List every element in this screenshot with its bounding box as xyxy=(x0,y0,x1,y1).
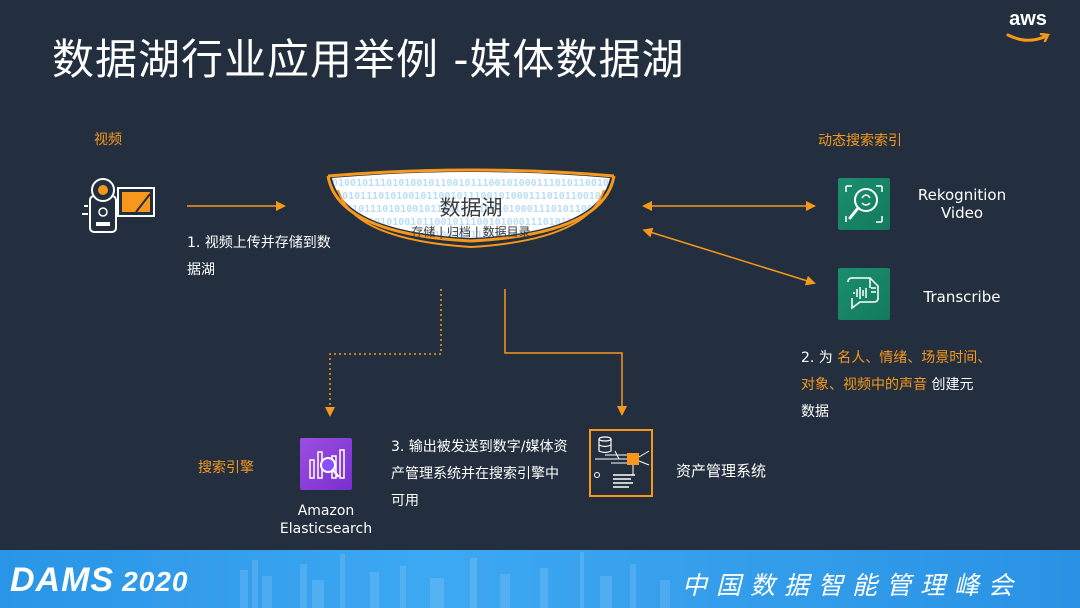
rekognition-line1: Rekognition xyxy=(917,186,1007,204)
datalake-bowl-icon: 0100101110101001011001011100101000111010… xyxy=(320,168,624,249)
asset-management-tile xyxy=(589,429,653,497)
step2-highlight1: 名人、情绪、场景时间、 xyxy=(837,350,992,366)
arrow-lake-to-search-dotted xyxy=(325,289,442,417)
elasticsearch-line2: Elasticsearch xyxy=(279,521,373,537)
rekognition-label: Rekognition Video xyxy=(906,186,1018,222)
dynamic-index-label: 动态搜索索引 xyxy=(818,133,902,149)
page-title: 数据湖行业应用举例 -媒体数据湖 xyxy=(52,35,685,84)
search-engine-label: 搜索引擎 xyxy=(198,460,254,476)
binary-row-1: 0100101110101001011001011100101000111010… xyxy=(332,178,624,189)
dams-year: 2020 xyxy=(122,566,189,597)
asset-management-label: 资产管理系统 xyxy=(676,462,767,480)
step1-text: 1. 视频上传并存储到数 据湖 xyxy=(187,230,331,284)
aws-smile-icon xyxy=(1006,32,1050,43)
transcribe-label: Transcribe xyxy=(923,288,1001,306)
arrow-lake-transcribe xyxy=(642,227,816,286)
rekognition-icon xyxy=(845,185,883,223)
step2-line2: 对象、视频中的声音 创建元 xyxy=(801,372,991,399)
step2-line1: 2. 为 名人、情绪、场景时间、 xyxy=(801,345,991,372)
asset-management-icon xyxy=(594,436,650,488)
rekognition-tile xyxy=(838,178,890,230)
transcribe-tile xyxy=(838,268,890,320)
arrow-lake-to-asset xyxy=(504,289,627,416)
step2-text: 2. 为 名人、情绪、场景时间、 对象、视频中的声音 创建元 数据 xyxy=(801,345,991,426)
datalake-title: 数据湖 xyxy=(439,196,503,220)
step3-line3: 可用 xyxy=(391,493,419,509)
video-camera-icon xyxy=(82,178,155,233)
step2-suffix: 创建元 xyxy=(927,377,974,393)
binary-row-4: 0100101110101001011001011100101000111010… xyxy=(320,217,624,228)
connector-arrows xyxy=(187,201,816,417)
dams-text: DAMS xyxy=(10,561,115,599)
transcribe-icon xyxy=(847,277,879,310)
footer-banner xyxy=(0,550,1080,608)
aws-logo-text: aws xyxy=(1009,8,1047,30)
skyline-decoration xyxy=(240,552,670,608)
conference-name: 中国数据智能管理峰会 xyxy=(681,571,1022,600)
elasticsearch-line1: Amazon xyxy=(297,503,355,519)
step2-line3: 数据 xyxy=(801,404,829,420)
step1-line2: 据湖 xyxy=(187,262,215,278)
elasticsearch-tile xyxy=(300,438,352,490)
step2-prefix: 2. 为 xyxy=(801,350,838,366)
rekognition-line2: Video xyxy=(940,204,984,222)
binary-row-3: 0100101110101001011001011100101000111010… xyxy=(328,204,624,215)
aws-logo: aws xyxy=(1004,8,1052,43)
video-label: 视频 xyxy=(94,132,122,148)
elasticsearch-icon xyxy=(309,449,345,479)
datalake-subtitle: 存储 | 归档 | 数据目录 xyxy=(411,225,531,239)
step3-line2: 产管理系统并在搜索引擎中 xyxy=(391,466,559,482)
elasticsearch-label: Amazon Elasticsearch xyxy=(270,502,382,538)
binary-row-5: 0100101110101001011001011100101000111010… xyxy=(326,230,624,241)
step3-text: 3. 输出被发送到数字/媒体资 产管理系统并在搜索引擎中 可用 xyxy=(391,434,568,515)
step1-line1: 1. 视频上传并存储到数 xyxy=(187,235,331,251)
binary-row-2: 0100101110101001011001011100101000111010… xyxy=(324,191,624,202)
step2-highlight2: 对象、视频中的声音 xyxy=(801,377,927,393)
step3-line1: 3. 输出被发送到数字/媒体资 xyxy=(391,439,568,455)
